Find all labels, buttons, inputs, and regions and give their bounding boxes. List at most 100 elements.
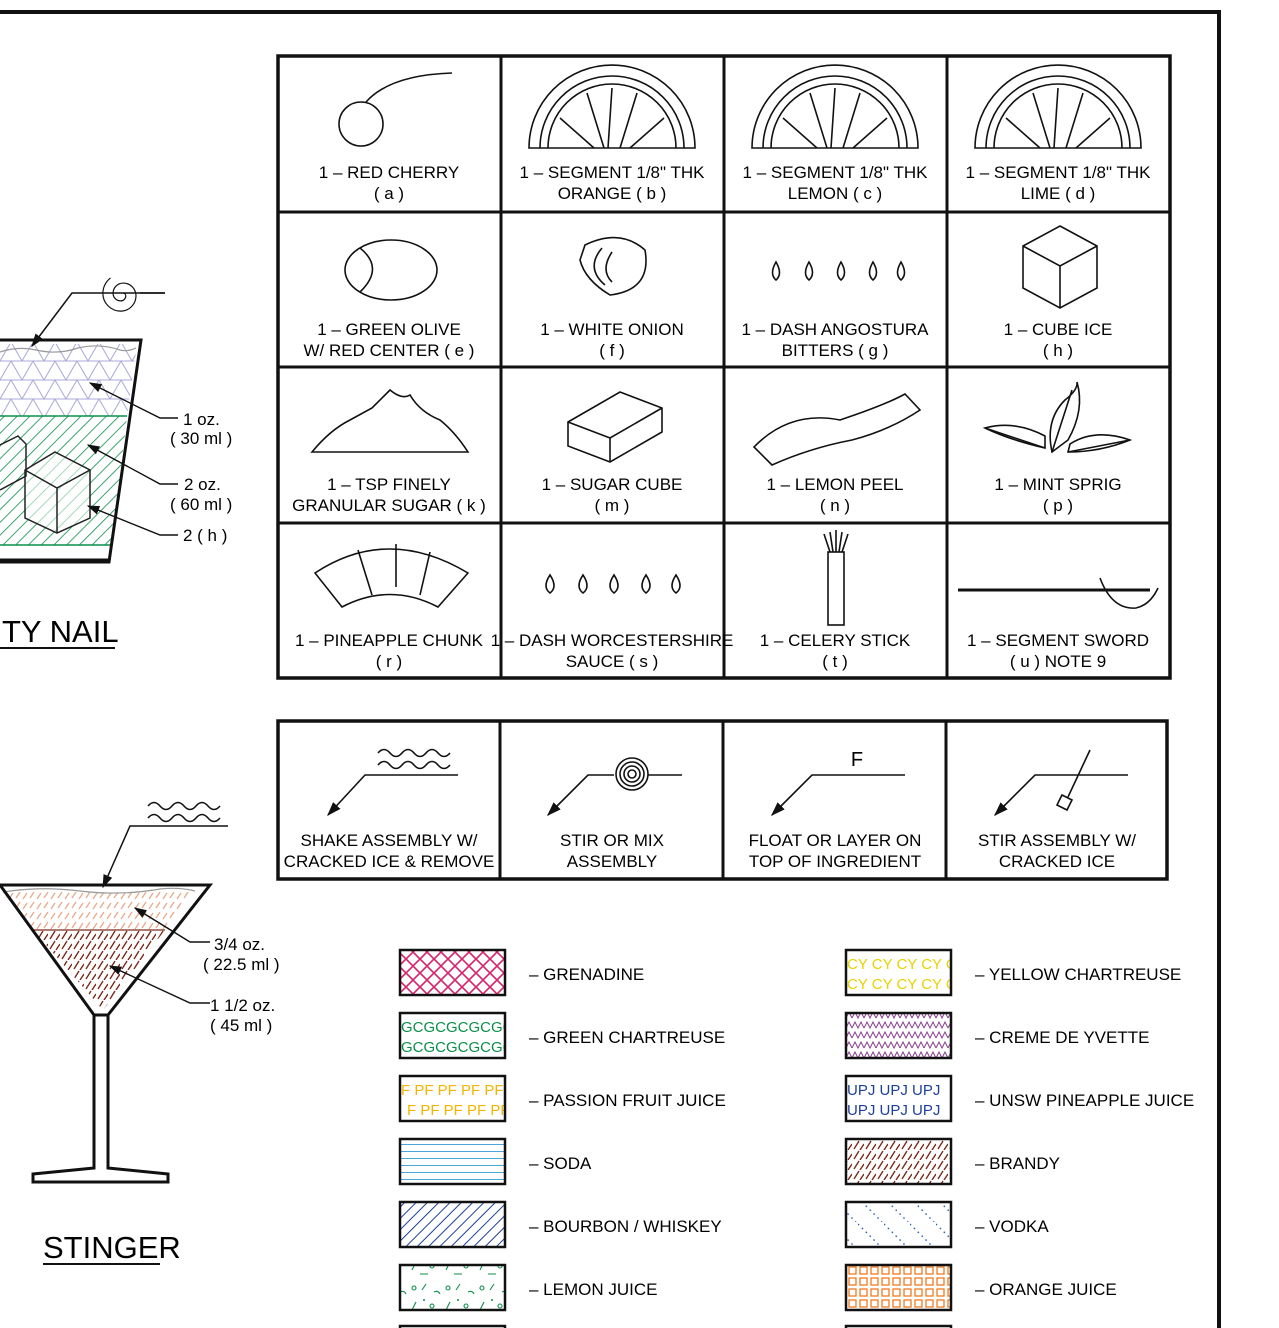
legend-swatch [846,950,951,995]
lemon-segment-icon [751,64,919,149]
garnish-label-line2: ( u ) NOTE 9 [1010,652,1106,671]
bitters-drops-icon [771,260,906,282]
method-table: F SHAKE ASSEMBLY W/CRACKED ICE & REMOVE S… [276,719,1169,881]
legend-swatch-text: UPJ UPJ UPJ [847,1102,940,1119]
method-label-line1: SHAKE ASSEMBLY W/ [301,831,478,850]
garnish-label-line1: 1 – TSP FINELY [327,475,451,494]
garnish-label-line2: ( m ) [595,496,630,515]
garnish-label-line1: 1 – GREEN OLIVE [317,320,461,339]
method-label-line2: CRACKED ICE [999,852,1115,871]
method-label-line2: ASSEMBLY [567,852,657,871]
legend-item-passion-fruit: F PF PF PF PFF PF PF PF PF– PASSION FRUI… [398,1074,726,1123]
legend-item-creme-de-yvette: – CREME DE YVETTE [844,1011,1149,1060]
stinger-callout-2-line1: 1 1/2 oz. [210,996,275,1015]
mint-sprig-icon [982,381,1133,454]
stinger-callout-2-line2: ( 45 ml ) [210,1016,272,1035]
garnish-label-line1: 1 – SEGMENT 1/8" THK [520,163,706,182]
garnish-label-line2: GRANULAR SUGAR ( k ) [292,496,486,515]
legend-item-lemon-juice: – LEMON JUICE [398,1263,657,1312]
legend-label: – CREME DE YVETTE [975,1028,1149,1047]
garnish-label-line1: 1 – CUBE ICE [1004,320,1113,339]
garnish-label-line1: 1 – WHITE ONION [540,320,684,339]
legend-swatch-text: GCGCGCGCGCG [401,1039,525,1056]
legend-swatch [846,1202,951,1247]
legend-label: – PASSION FRUIT JUICE [529,1091,726,1110]
legend-swatch [400,1076,505,1121]
garnish-label-line2: ( r ) [376,652,402,671]
legend-item-yellow-chartreuse: CY CY CY CY CCY CY CY CY C– YELLOW CHART… [844,948,1181,997]
stinger-drawing: 3/4 oz. ( 22.5 ml ) 1 1/2 oz. ( 45 ml ) … [0,801,280,1265]
stir-stick-icon [993,749,1128,817]
garnish-label-line2: ( a ) [374,184,404,203]
shake-symbol-icon [147,801,221,823]
garnish-label-line2: BITTERS ( g ) [782,341,889,360]
legend-swatch-text: CY CY CY CY C [847,976,957,993]
legend-item-brandy: – BRANDY [844,1137,1060,1186]
rusty-nail-callout-3-line1: 2 ( h ) [183,526,227,545]
garnish-label-line1: 1 – SEGMENT 1/8" THK [743,163,929,182]
legend-item-soda: – SODA [398,1137,592,1186]
rusty-nail-title: TY NAIL [2,614,119,649]
legend-label: – GREEN CHARTREUSE [529,1028,725,1047]
ice-cubes [0,435,91,534]
garnish-label-line2: SAUCE ( s ) [566,652,659,671]
garnish-label-line1: 1 – MINT SPRIG [994,475,1121,494]
sword-icon [958,577,1159,609]
legend-label: – GRENADINE [529,965,644,984]
rusty-nail-callout-1-line2: ( 30 ml ) [170,429,232,448]
method-label-line1: FLOAT OR LAYER ON [749,831,922,850]
legend-swatch-partial [398,1324,507,1328]
sugar-cube-icon [567,391,663,463]
legend-swatch-text: F PF PF PF PF [407,1102,510,1119]
legend-swatch [400,1013,505,1058]
garnish-label-line1: 1 – LEMON PEEL [766,475,903,494]
stinger-callout-1-line2: ( 22.5 ml ) [203,955,280,974]
garnish-label-line1: 1 – SUGAR CUBE [542,475,683,494]
garnish-label-line1: 1 – CELERY STICK [760,631,911,650]
rusty-nail-callout-2-line1: 2 oz. [184,475,221,494]
method-label-line1: STIR OR MIX [560,831,664,850]
garnish-label-line2: LIME ( d ) [1021,184,1096,203]
celery-stick-icon [823,530,849,626]
onion-icon [579,236,647,296]
sugar-pile-icon [310,388,470,453]
garnish-label-line1: 1 – RED CHERRY [319,163,459,182]
legend-swatch [400,1202,505,1247]
legend-item-vodka: – VODKA [844,1200,1049,1249]
garnish-label-line2: ( h ) [1043,341,1073,360]
garnish-label-line2: ( n ) [820,496,850,515]
stir-spiral-icon [546,757,682,817]
legend-item-grenadine: – GRENADINE [398,948,644,997]
method-label-line2: CRACKED ICE & REMOVE [284,852,495,871]
shake-symbol-icon [327,748,458,817]
legend-swatch [400,1265,505,1310]
legend-label: – SODA [529,1154,592,1173]
legend-swatch [846,1139,951,1184]
lime-segment-icon [974,64,1142,149]
worcestershire-drops-icon [545,573,681,595]
legend-swatch [846,1013,951,1058]
rusty-nail-callout-1-line1: 1 oz. [183,410,220,429]
legend-swatch [846,1265,951,1310]
garnish-label-line2: ( t ) [822,652,848,671]
legend-label: – ORANGE JUICE [975,1280,1117,1299]
orange-segment-icon [528,64,696,149]
legend-swatch-text: CY CY CY CY C [847,956,957,973]
legend-label: – UNSW PINEAPPLE JUICE [975,1091,1194,1110]
stir-spiral-icon [102,277,165,312]
rusty-nail-drawing: 1 oz. ( 30 ml ) 2 oz. ( 60 ml ) 2 ( h ) … [0,277,232,649]
float-symbol-icon [770,774,905,817]
rusty-nail-callout-2-line2: ( 60 ml ) [170,495,232,514]
float-symbol-letter: F [851,749,863,771]
legend-label: – LEMON JUICE [529,1280,657,1299]
legend-label: – BOURBON / WHISKEY [529,1217,722,1236]
legend-swatch [400,950,505,995]
garnish-table: 1 – RED CHERRY( a )1 – SEGMENT 1/8" THKO… [276,54,1172,680]
garnish-label-line1: 1 – PINEAPPLE CHUNK [295,631,484,650]
olive-icon [344,239,438,301]
legend-swatch [846,1076,951,1121]
